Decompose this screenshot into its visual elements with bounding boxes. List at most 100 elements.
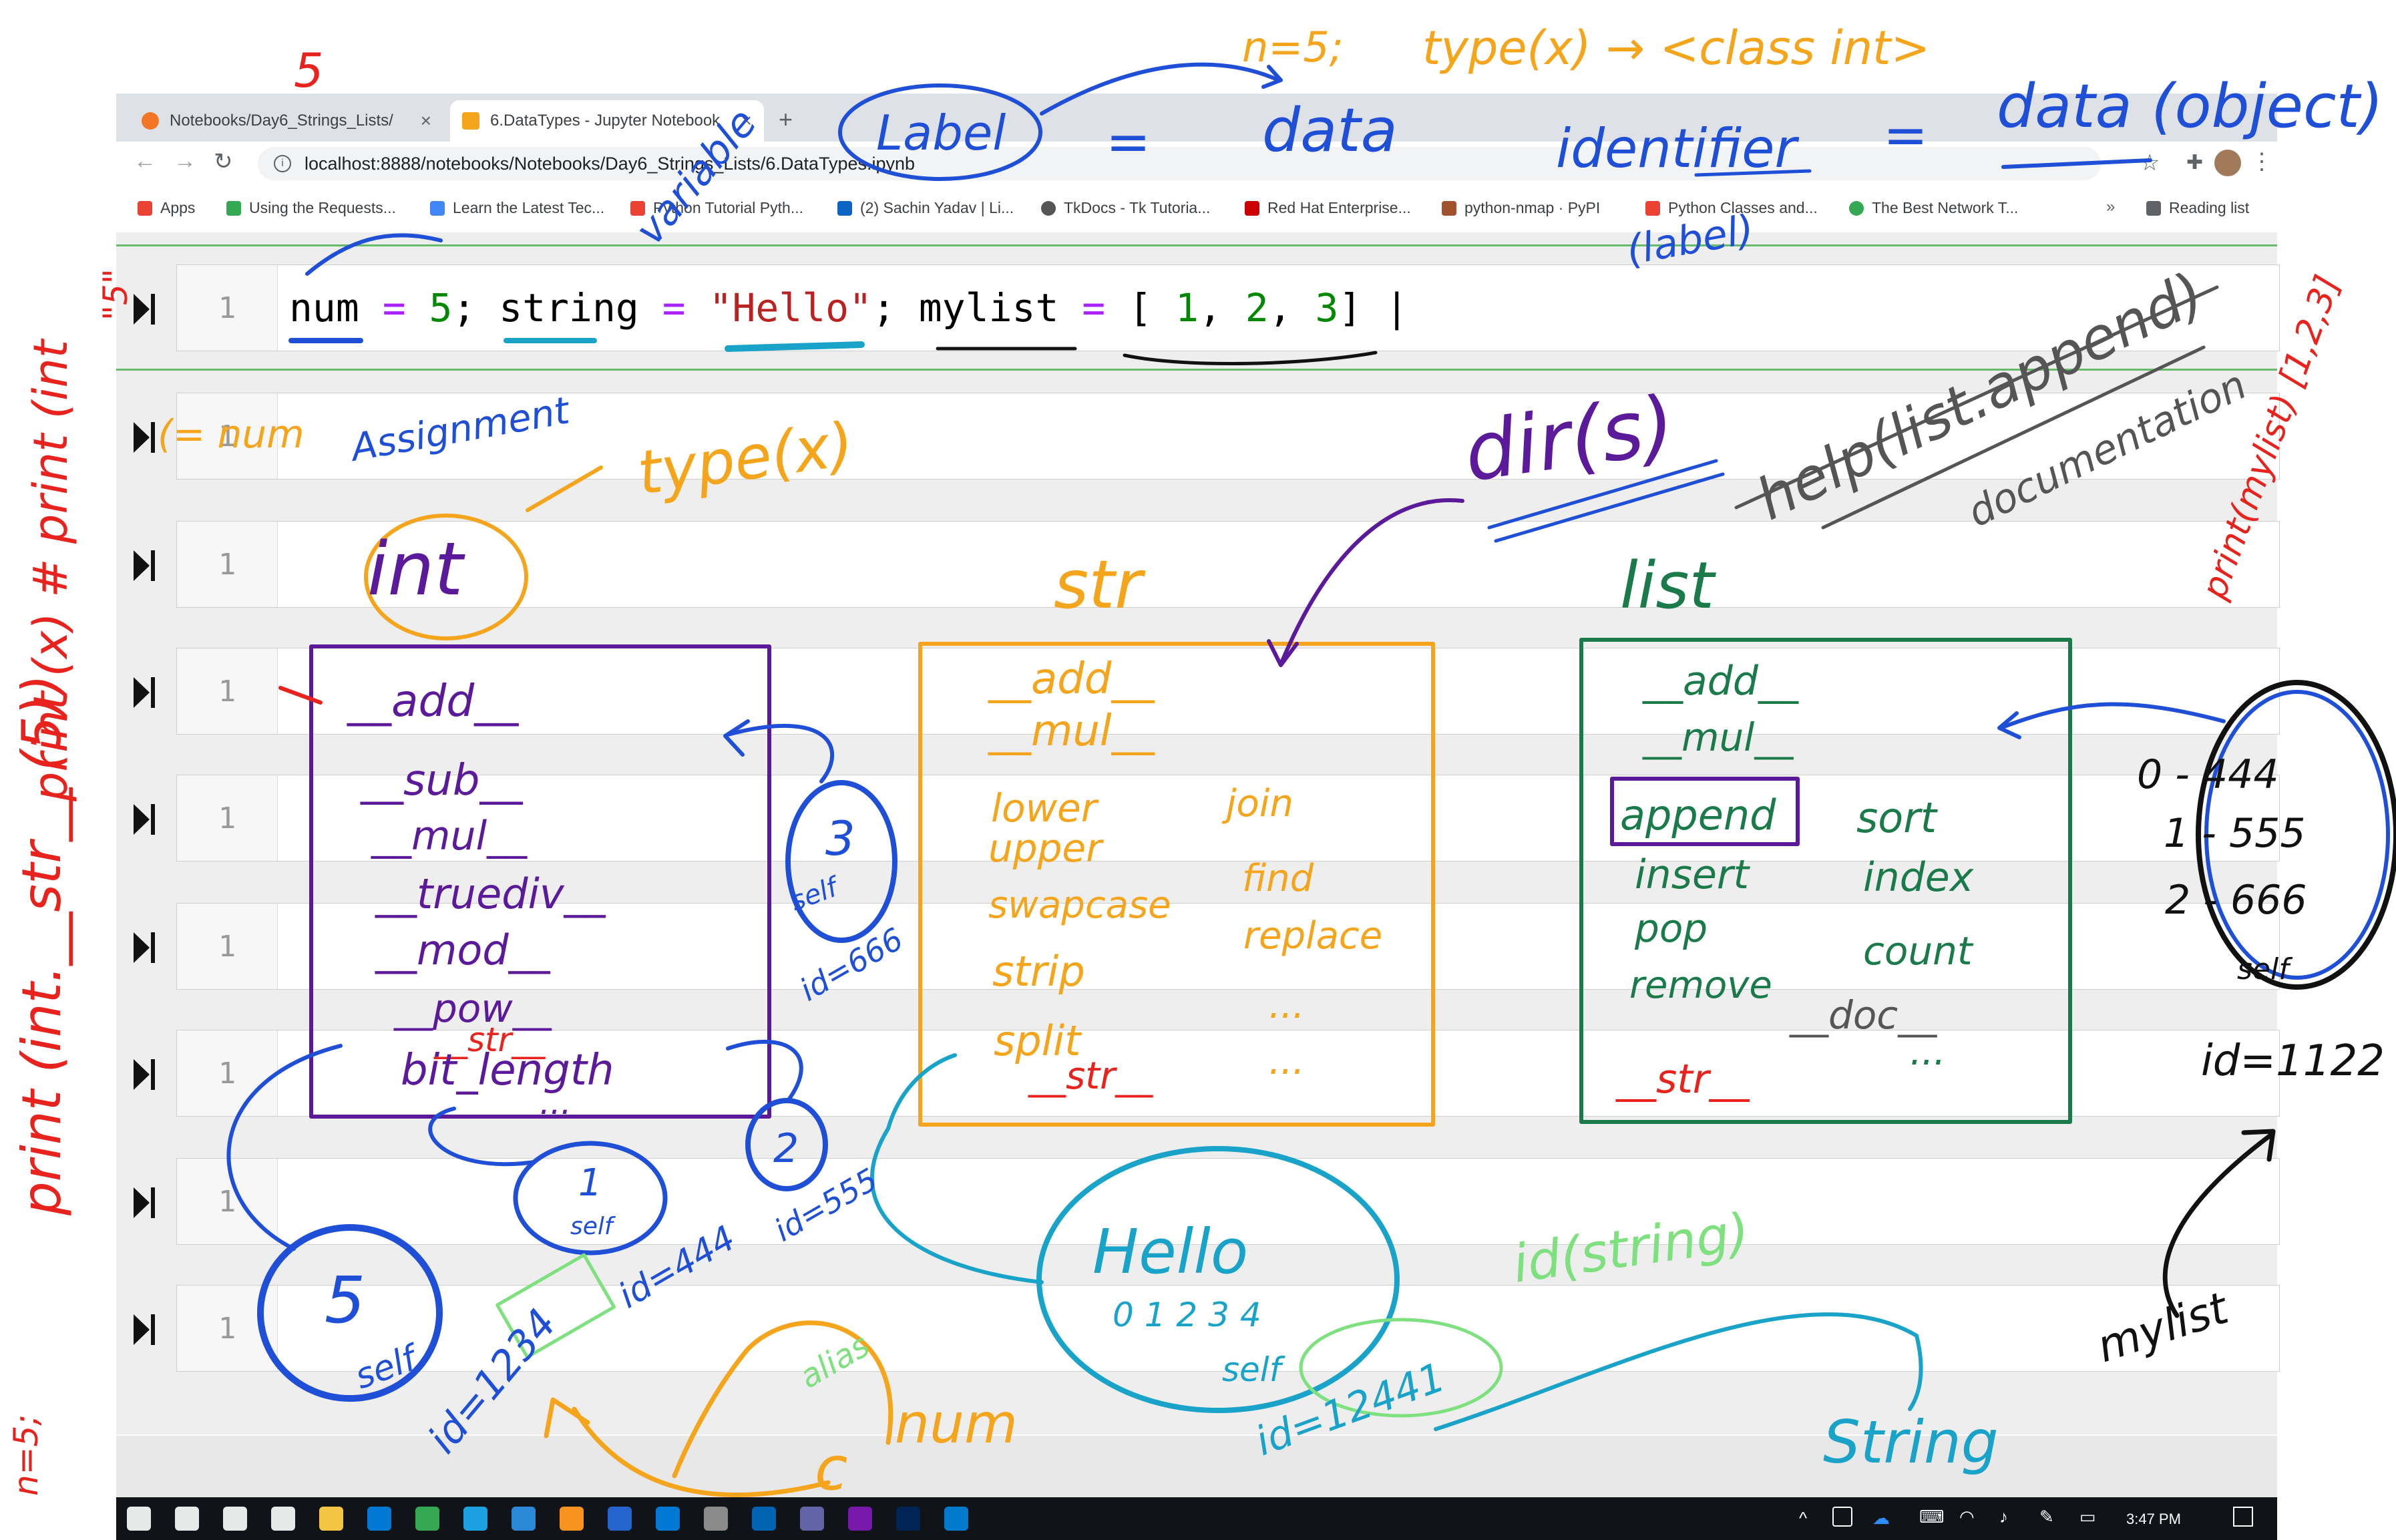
run-cell-icon[interactable] (131, 930, 158, 966)
cell-code[interactable]: num = 5; string = "Hello"; mylist = [ 1,… (289, 265, 1408, 351)
code-cell[interactable]: 1 (176, 903, 2280, 990)
menu-icon[interactable]: ⋮ (2250, 149, 2273, 174)
bookmark-label: The Best Network T... (1872, 199, 2019, 216)
avatar[interactable] (2214, 150, 2241, 176)
bookmark-requests[interactable]: Using the Requests... (226, 199, 396, 217)
new-tab-button[interactable]: + (779, 106, 793, 133)
bookmark-label: Apps (160, 199, 196, 216)
vscode-icon[interactable] (944, 1507, 968, 1531)
code-cell[interactable]: 1 (176, 775, 2280, 861)
code-cell[interactable]: 1 (176, 1158, 2280, 1245)
onenote-icon[interactable] (848, 1507, 872, 1531)
chrome-icon[interactable] (415, 1507, 439, 1531)
code-token: 2 (1245, 285, 1269, 331)
bookmark-nmap[interactable]: python-nmap · PyPI (1442, 199, 1600, 217)
app-icon[interactable] (512, 1507, 536, 1531)
code-token: = (662, 285, 686, 331)
bookmark-learn[interactable]: Learn the Latest Tec... (430, 199, 604, 217)
close-icon[interactable]: × (420, 110, 431, 131)
windows-taskbar: ^ ☁ ⌨ ◠ ♪ ✎ ▭ 3:47 PM (116, 1497, 2277, 1540)
bookmark-tkdocs[interactable]: TkDocs - Tk Tutoria... (1041, 199, 1210, 217)
language-icon[interactable]: ⌨ (1919, 1507, 1945, 1527)
volume-icon[interactable]: ♪ (1999, 1507, 2008, 1527)
browser-window: Notebooks/Day6_Strings_Lists/ × 6.DataTy… (116, 93, 2277, 233)
bookmark-redhat[interactable]: Red Hat Enterprise... (1245, 199, 1411, 217)
linkedin-icon (837, 200, 852, 216)
run-cell-icon[interactable] (131, 1312, 158, 1348)
address-bar[interactable]: i localhost:8888/notebooks/Notebooks/Day… (258, 147, 2101, 180)
url-text: localhost:8888/notebooks/Notebooks/Day6_… (305, 153, 916, 174)
bookmark-icon (1442, 200, 1456, 216)
code-cell[interactable]: 1 (176, 521, 2280, 608)
vpn-icon[interactable] (704, 1507, 728, 1531)
close-icon[interactable]: × (741, 110, 752, 131)
code-cell[interactable]: 1 num = 5; string = "Hello"; mylist = [ … (176, 264, 2280, 351)
chevron-up-icon[interactable]: ^ (1799, 1508, 1808, 1528)
xampp-icon[interactable] (560, 1507, 584, 1531)
code-token: ] | (1338, 285, 1409, 331)
run-cell-icon[interactable] (131, 291, 158, 327)
taskview-icon[interactable] (271, 1507, 295, 1531)
cortana-icon[interactable] (223, 1507, 247, 1531)
bookmark-label: python-nmap · PyPI (1464, 199, 1601, 216)
run-cell-icon[interactable] (131, 1185, 158, 1221)
pen-icon[interactable]: ✎ (2039, 1507, 2054, 1527)
bookmark-linkedin[interactable]: (2) Sachin Yadav | Li... (837, 199, 1014, 217)
tray-icon[interactable] (1832, 1507, 1852, 1527)
todo-icon[interactable] (608, 1507, 632, 1531)
info-icon[interactable]: i (274, 155, 291, 172)
bookmark-label: Python Tutorial Pyth... (653, 199, 804, 216)
clock[interactable]: 3:47 PM (2126, 1511, 2181, 1527)
mail-icon[interactable] (656, 1507, 680, 1531)
tab-bar: Notebooks/Day6_Strings_Lists/ × 6.DataTy… (116, 93, 2277, 142)
run-cell-icon[interactable] (131, 1056, 158, 1093)
bookmark-network[interactable]: The Best Network T... (1849, 199, 2018, 217)
code-cell[interactable]: 1 (176, 648, 2280, 735)
keyboard-icon[interactable]: ▭ (2079, 1507, 2096, 1527)
more-bookmarks-icon[interactable]: » (2106, 198, 2116, 216)
extensions-icon[interactable]: ✚ (2186, 152, 2204, 174)
tab-notebooks-folder[interactable]: Notebooks/Day6_Strings_Lists/ × (130, 100, 443, 142)
selected-cell-border (116, 244, 2277, 246)
bookmark-reading-list[interactable]: Reading list (2146, 199, 2249, 217)
windows-icon[interactable] (127, 1507, 151, 1531)
powershell-icon[interactable] (896, 1507, 920, 1531)
tab-datatypes-notebook[interactable]: 6.DataTypes - Jupyter Notebook × (450, 100, 764, 142)
line-number: 1 (218, 1184, 236, 1219)
run-cell-icon[interactable] (131, 419, 158, 455)
wifi-icon[interactable]: ◠ (1959, 1507, 1975, 1527)
explorer-icon[interactable] (319, 1507, 343, 1531)
photos-icon[interactable] (752, 1507, 776, 1531)
ink-text: 5 (294, 43, 324, 98)
code-cell[interactable]: 1 (176, 393, 2280, 479)
forward-arrow-icon[interactable]: → (174, 148, 196, 174)
run-cell-icon[interactable] (131, 548, 158, 584)
search-icon[interactable] (175, 1507, 199, 1531)
bookmark-python-classes[interactable]: Python Classes and... (1645, 199, 1818, 217)
code-token: "Hello" (709, 285, 873, 331)
run-cell-icon[interactable] (131, 675, 158, 711)
code-token: ; mylist (872, 285, 1082, 331)
outlook-icon[interactable] (367, 1507, 391, 1531)
line-number: 1 (218, 419, 236, 453)
notifications-icon[interactable] (2233, 1507, 2253, 1527)
bookmark-apps[interactable]: Apps (138, 199, 195, 217)
onedrive-icon[interactable]: ☁ (1872, 1508, 1890, 1528)
run-cell-icon[interactable] (131, 801, 158, 837)
edge-icon[interactable] (463, 1507, 487, 1531)
code-cell[interactable]: 1 (176, 1030, 2280, 1117)
code-token: [ (1105, 285, 1175, 331)
youtube-icon (1645, 200, 1660, 216)
bookmark-icon (430, 200, 445, 216)
bookmark-label: Python Classes and... (1668, 199, 1818, 216)
teams-icon[interactable] (800, 1507, 824, 1531)
code-token: = (1082, 285, 1106, 331)
reading-list-icon (2146, 200, 2161, 216)
bookmark-python-tutorial[interactable]: Python Tutorial Pyth... (630, 199, 803, 217)
notebook-footer (116, 1436, 2277, 1497)
back-arrow-icon[interactable]: ← (134, 148, 156, 174)
star-icon[interactable]: ☆ (2140, 150, 2160, 176)
reload-icon[interactable]: ↻ (214, 149, 233, 174)
bookmark-label: Learn the Latest Tec... (453, 199, 605, 216)
code-cell[interactable]: 1 (176, 1285, 2280, 1372)
